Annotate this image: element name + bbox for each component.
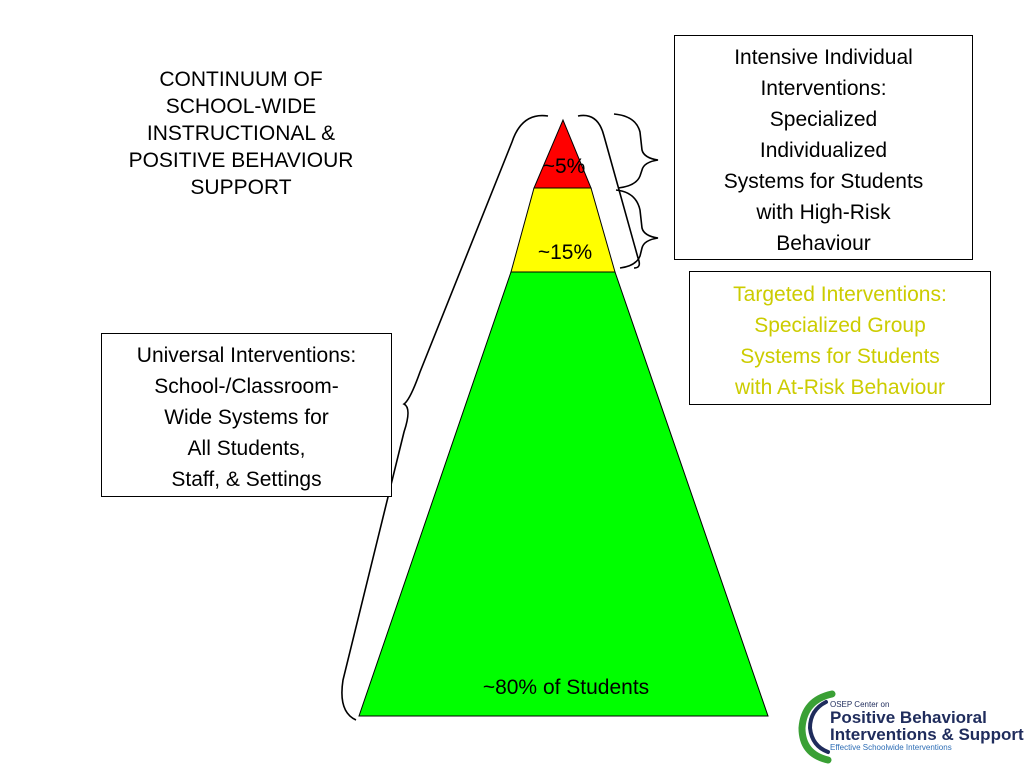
logo-swoosh-icon xyxy=(798,690,836,764)
box-line: Interventions: xyxy=(760,77,887,100)
box-line: School-/Classroom- xyxy=(154,375,339,398)
box-line: Individualized xyxy=(759,139,888,162)
bracket-right-tiers xyxy=(577,114,641,269)
intensive-interventions-box: Intensive Individual Interventions: Spec… xyxy=(674,35,973,260)
logo-line3: Interventions & Supports xyxy=(830,725,1024,744)
logo-line1: OSEP Center on xyxy=(830,700,890,709)
tier-top-red xyxy=(533,118,592,189)
logo-text: OSEP Center on Positive Behavioral Inter… xyxy=(830,700,1024,752)
logo-line2: Positive Behavioral xyxy=(830,708,987,727)
box-line: Specialized xyxy=(769,108,878,131)
box-line: Wide Systems for xyxy=(164,406,329,429)
box-line: Behaviour xyxy=(776,232,871,255)
title-line: INSTRUCTIONAL & xyxy=(146,122,336,145)
tier-bottom-label: ~80% of Students xyxy=(482,676,650,699)
title-line: SUPPORT xyxy=(190,176,292,199)
title-line: POSITIVE BEHAVIOUR xyxy=(128,149,354,172)
box-line: Universal Interventions: xyxy=(136,344,357,367)
box-line: with At-Risk Behaviour xyxy=(734,376,946,399)
bracket-universal xyxy=(341,114,549,721)
slide-title: CONTINUUM OF SCHOOL-WIDE INSTRUCTIONAL &… xyxy=(96,66,386,201)
title-line: SCHOOL-WIDE xyxy=(165,95,317,118)
box-line: Staff, & Settings xyxy=(171,468,322,491)
box-line: All Students, xyxy=(187,437,306,460)
universal-interventions-box: Universal Interventions: School-/Classro… xyxy=(101,333,392,497)
box-line: Specialized Group xyxy=(754,314,926,337)
box-line: Systems for Students xyxy=(740,345,940,368)
pbis-logo: OSEP Center on Positive Behavioral Inter… xyxy=(798,690,1024,764)
box-line: Intensive Individual xyxy=(734,46,913,69)
brace-middle-tier xyxy=(615,189,659,269)
box-line: with High-Risk xyxy=(756,201,891,224)
title-line: CONTINUUM OF xyxy=(159,68,323,91)
logo-line4: Effective Schoolwide Interventions xyxy=(830,743,952,752)
box-line: Systems for Students xyxy=(723,170,924,193)
tier-top-label: ~5% xyxy=(542,155,586,178)
targeted-interventions-box: Targeted Interventions: Specialized Grou… xyxy=(689,271,991,405)
tier-middle-label: ~15% xyxy=(537,241,593,264)
box-line: Targeted Interventions: xyxy=(733,283,947,306)
brace-top-tier xyxy=(613,113,659,189)
